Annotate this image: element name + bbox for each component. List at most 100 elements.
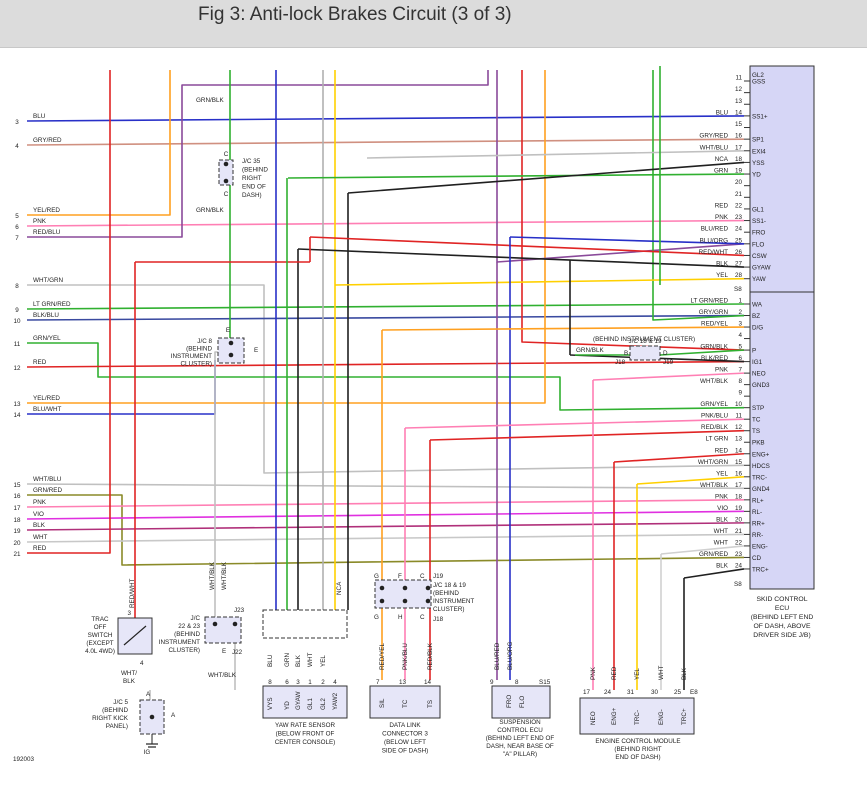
wire-blu-org-25	[509, 236, 745, 245]
jc2223-conn-bottom: J22	[232, 649, 243, 656]
jc1819-top-conn-right: J19	[663, 359, 674, 366]
ecu-wire-label: YEL	[716, 272, 728, 279]
ecu-terminal-name: WA	[752, 302, 763, 309]
wire-lt-grn-red-1	[26, 303, 745, 310]
jc2223-caption: CLUSTER)	[169, 647, 201, 654]
wire-red-yel-dlc	[381, 326, 745, 331]
ecu-pin-number: 22	[735, 202, 743, 209]
jc5-dot	[149, 714, 155, 720]
ecu-pin-number: 9	[738, 390, 742, 397]
wire-pnk-17	[26, 499, 745, 508]
suspension-ecu-box	[491, 685, 551, 719]
yaw-wire-label: YEL	[320, 655, 327, 667]
ecu-wire-label: PNK	[715, 493, 729, 500]
ecu-wire-label: GRN/YEL	[700, 401, 728, 408]
jc2223-conn-top: J23	[234, 607, 245, 614]
left-wire-number: 8	[15, 283, 19, 290]
wire-wht-grn-8	[27, 284, 745, 474]
yaw-pin-number: 2	[321, 679, 325, 686]
left-wire-number: 16	[13, 493, 21, 500]
jc1819-bottom-caption: INSTRUMENT	[433, 598, 474, 605]
dlc3-terminal: TS	[427, 700, 434, 708]
ecm-terminal: NEO	[590, 711, 597, 725]
jc8-pin-right: E	[254, 347, 258, 354]
ecu-pin-number: 23	[735, 214, 743, 221]
jc1819-dot	[402, 598, 408, 604]
ecm-wire-label: PNK	[590, 666, 597, 680]
yaw-pin-number: 8	[268, 679, 272, 686]
jc1819-dot	[379, 585, 385, 591]
left-wire-label: WHT	[33, 534, 47, 541]
ecu-terminal-name: RL-	[752, 509, 762, 516]
jc8-caption: (BEHIND	[186, 346, 212, 353]
ecu-pin-number: 25	[735, 237, 743, 244]
ecu-pin-number: 12	[735, 86, 743, 93]
jc35-caption: J/C 35	[242, 158, 261, 165]
ecu-wire-label: GRN	[714, 168, 728, 175]
yaw-sensor-plug	[262, 609, 348, 639]
jc1819-bottom-pin: C	[420, 573, 425, 580]
ecm-wire-label: WHT	[658, 666, 665, 680]
ecu-terminal-name: GND4	[752, 486, 770, 493]
ecu-pin-number: 1	[738, 298, 742, 305]
wire-vio-18	[26, 510, 745, 520]
jc8-caption: CLUSTER)	[181, 361, 213, 368]
jc1819-bottom-conn-top: J19	[433, 573, 444, 580]
jc2223-caption: J/C	[191, 615, 201, 622]
ecu-wire-label: GRN/RED	[699, 551, 728, 558]
ecu-terminal-name: TRC-	[752, 474, 767, 481]
ecu-pin-number: 24	[735, 226, 743, 233]
ecu-wire-label: BLK	[716, 261, 729, 268]
jc2223-wire-1: WHT/BLK	[209, 561, 216, 590]
yaw-wire-label: GRN	[284, 653, 291, 667]
ecu-wire-label: WHT/GRN	[698, 459, 729, 466]
ecm-terminal: ENG-	[658, 709, 665, 725]
yaw-terminal: GL2	[320, 698, 327, 710]
left-wire-label: GRY/RED	[33, 137, 62, 144]
wire-pnk-7	[592, 372, 745, 381]
left-wire-label: WHT/GRN	[33, 277, 64, 284]
wire-pnk-blu-11	[404, 418, 745, 429]
ecu-terminal-name: FRO	[752, 230, 765, 237]
ecm-caption: (BEHIND RIGHT	[614, 746, 661, 753]
ecm-pin-number: 24	[604, 689, 612, 696]
jc1819-top-pin-left: B	[624, 350, 628, 357]
trac-caption: SWITCH	[88, 632, 113, 639]
wire-grn-red-16	[27, 494, 745, 566]
ecu-wire-label: WHT/BLU	[700, 144, 729, 151]
ecu-pin-number: 16	[735, 470, 743, 477]
wire-blu-14	[26, 115, 745, 122]
ecu-terminal-name: SS1+	[752, 113, 768, 120]
ecu-terminal-name: BZ	[752, 313, 760, 320]
left-wire-label: RED	[33, 545, 47, 552]
suspension-conn: S15	[539, 679, 551, 686]
left-wire-number: 19	[13, 528, 21, 535]
jc2223-dot	[212, 621, 218, 627]
ecu-pin-number: 6	[738, 355, 742, 362]
wire-red-21	[27, 70, 111, 554]
left-wire-number: 17	[13, 505, 21, 512]
jc5-wire-label: WHT/	[121, 670, 137, 677]
trac-caption: TRAC	[91, 616, 109, 623]
left-wire-number: 5	[15, 213, 19, 220]
ecu-wire-label: BLU/ORG	[700, 237, 728, 244]
jc2223-caption: INSTRUMENT	[159, 639, 200, 646]
wire-grn-19	[287, 173, 745, 179]
ecu-pin-number: 19	[735, 505, 743, 512]
ecu-wire-label: WHT/BLK	[700, 378, 729, 385]
trac-caption: OFF	[94, 624, 107, 631]
jc1819-top-wire-left: GRN/BLK	[576, 347, 604, 354]
ecu-pin-number: 11	[735, 413, 742, 420]
ecu-terminal-name: ENG-	[752, 543, 768, 550]
left-wire-label: GRN/RED	[33, 487, 62, 494]
ecm-caption: ENGINE CONTROL MODULE	[595, 738, 680, 745]
jc35-wire-above: GRN/BLK	[196, 97, 224, 104]
yaw-wire-label: BLU	[267, 654, 274, 667]
ecu-pin-number: 15	[735, 121, 743, 128]
wire-yel-red-13	[27, 70, 546, 404]
ecu-pin-number: 11	[735, 75, 742, 82]
ecu-pin-number: 7	[738, 367, 742, 374]
ecu-pin-number: 26	[735, 249, 743, 256]
yaw-terminal: GYAW	[295, 691, 302, 710]
